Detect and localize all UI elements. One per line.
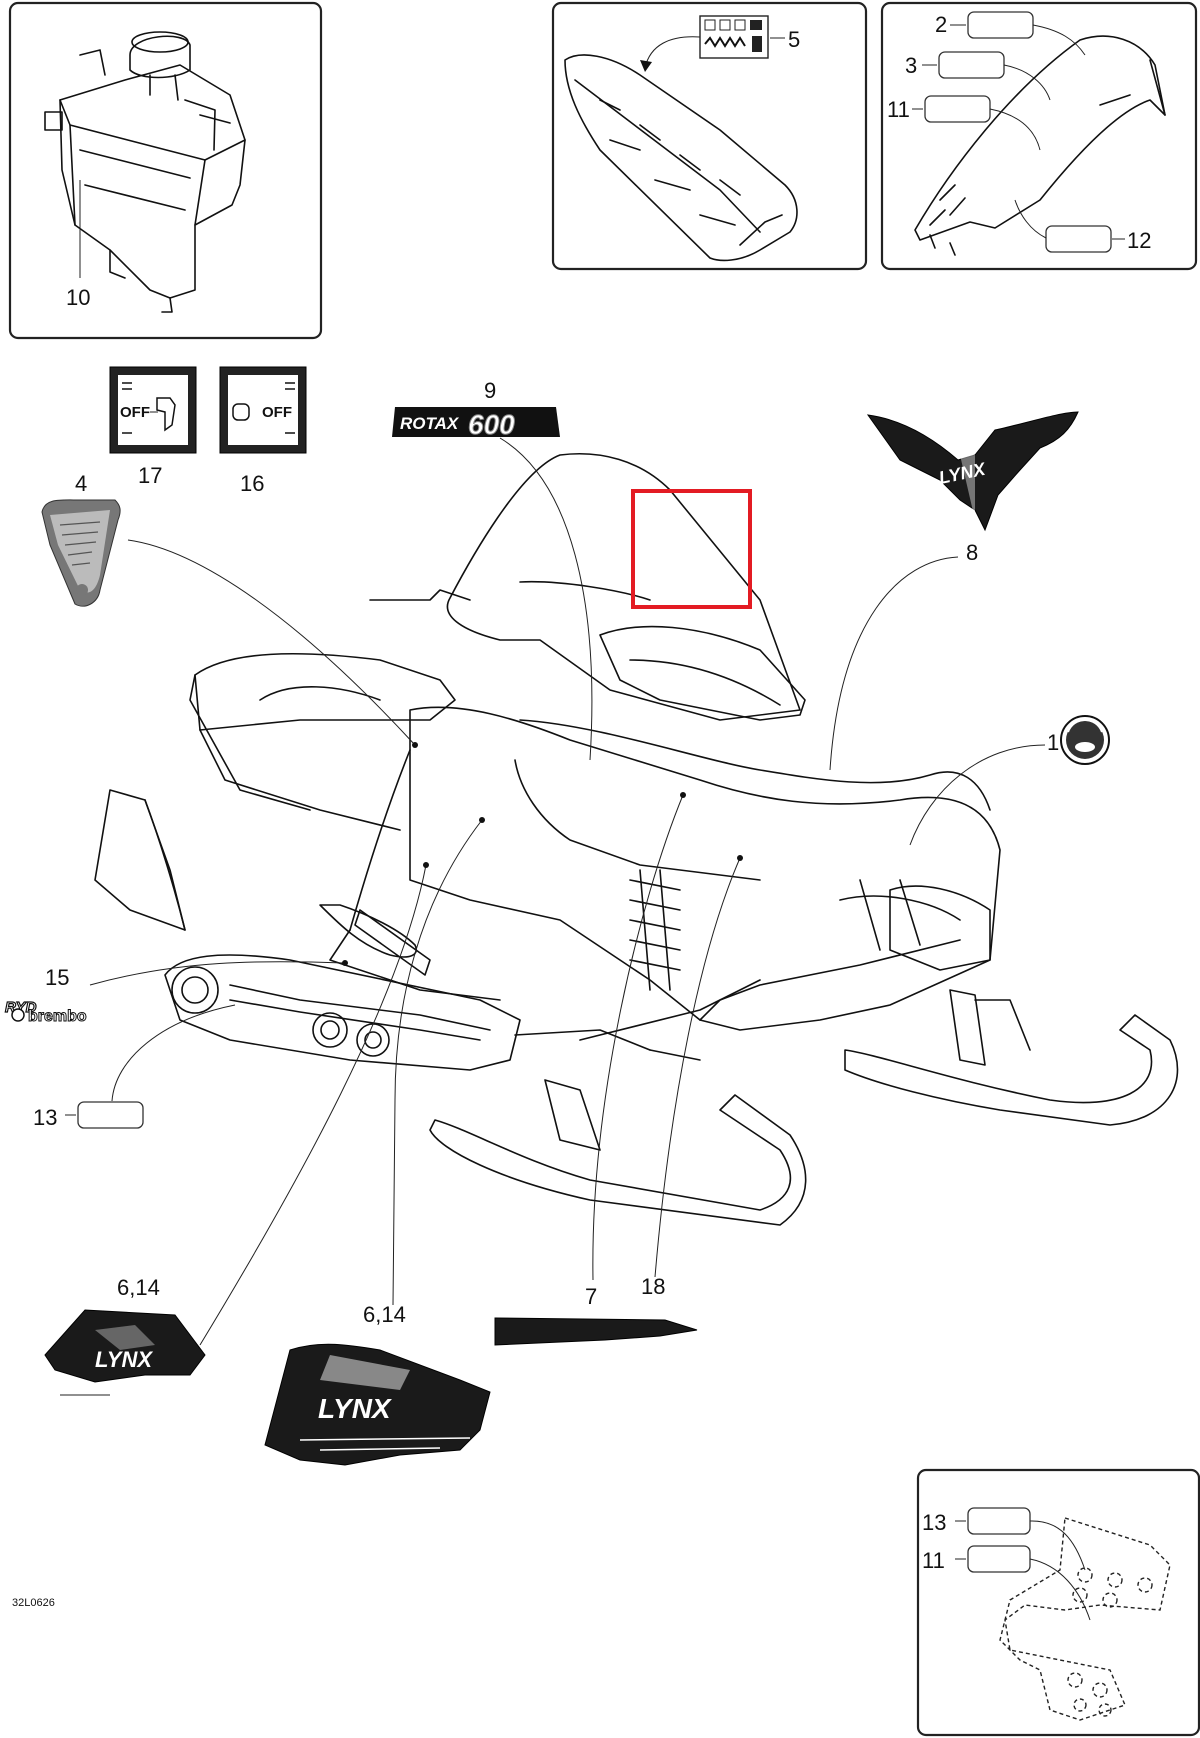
rotax-number: 600 <box>468 409 515 440</box>
leader-9 <box>499 437 593 761</box>
rotax-word: ROTAX <box>400 414 460 433</box>
leader-8 <box>829 556 959 771</box>
decal-4 <box>41 499 121 607</box>
placeholder-11-top <box>924 95 991 123</box>
placeholder-12 <box>1045 225 1112 253</box>
decal-16: OFF <box>219 366 307 454</box>
label-18: 18 <box>641 1274 665 1299</box>
label-10: 10 <box>66 285 90 310</box>
placeholder-13-left <box>77 1101 144 1129</box>
decal-7 <box>494 1317 698 1346</box>
label-6-14-mid: 6,14 <box>363 1302 406 1327</box>
decal-6-14-left-lynx: LYNX <box>95 1347 153 1372</box>
label-17: 17 <box>138 463 162 488</box>
inset-seat: 5 <box>551 1 868 271</box>
reservoir-drawing <box>44 31 246 313</box>
label-5: 5 <box>788 27 800 52</box>
leader-18 <box>654 857 741 1278</box>
label-4: 4 <box>75 471 87 496</box>
brand-brembo: brembo <box>28 1008 87 1025</box>
label-13-bottom: 13 <box>922 1510 946 1535</box>
leader-7 <box>592 794 684 1281</box>
leader-15 <box>89 961 346 986</box>
inset-reservoir: 10 <box>8 1 323 340</box>
decal-6-14-left: LYNX <box>44 1309 206 1396</box>
decal-16-off: OFF <box>262 404 292 421</box>
decal-8: LYNX <box>866 411 1079 532</box>
leader-1 <box>909 744 1046 846</box>
leaders-main <box>89 437 1046 1346</box>
label-2: 2 <box>935 12 947 37</box>
label-7: 7 <box>585 1284 597 1309</box>
highlight-box <box>631 489 752 609</box>
heatshield-drawing <box>999 1517 1171 1721</box>
leader-4 <box>127 539 416 746</box>
label-3: 3 <box>905 53 917 78</box>
decal-1 <box>1060 715 1110 765</box>
warning-label-5 <box>699 15 769 59</box>
decal-17: OFF <box>109 366 197 454</box>
label-8: 8 <box>966 540 978 565</box>
label-1: 1 <box>1047 730 1059 755</box>
inset-heatshield: 13 11 <box>916 1468 1200 1737</box>
inset-flap: 2 3 11 12 <box>880 1 1198 271</box>
label-11-top: 11 <box>887 97 910 122</box>
placeholder-13-bottom <box>967 1507 1031 1535</box>
label-11-bottom: 11 <box>922 1548 945 1573</box>
flap-drawing <box>914 35 1166 256</box>
label-13-left: 13 <box>33 1105 57 1130</box>
placeholder-3 <box>938 51 1005 79</box>
decal-9-rotax: ROTAX 600 <box>392 407 560 441</box>
snowmobile-drawing <box>94 452 1179 1226</box>
leader-13 <box>111 1004 236 1102</box>
label-16: 16 <box>240 471 264 496</box>
decal-15: RYD brembo <box>4 998 87 1025</box>
label-12: 12 <box>1127 228 1151 253</box>
label-15: 15 <box>45 965 69 990</box>
decal-6-14-mid: LYNX <box>264 1343 491 1466</box>
drawing-code: 32L0626 <box>12 1597 55 1609</box>
leader-6-14-mid <box>392 819 483 1306</box>
decal-17-off: OFF <box>120 404 150 421</box>
label-9: 9 <box>484 378 496 403</box>
seat-drawing <box>564 54 798 262</box>
placeholder-2 <box>967 11 1034 39</box>
decal-6-14-mid-lynx: LYNX <box>318 1393 393 1424</box>
label-6-14-left: 6,14 <box>117 1275 160 1300</box>
leader-6-14-left <box>199 864 427 1346</box>
placeholder-11-bottom <box>967 1545 1031 1573</box>
